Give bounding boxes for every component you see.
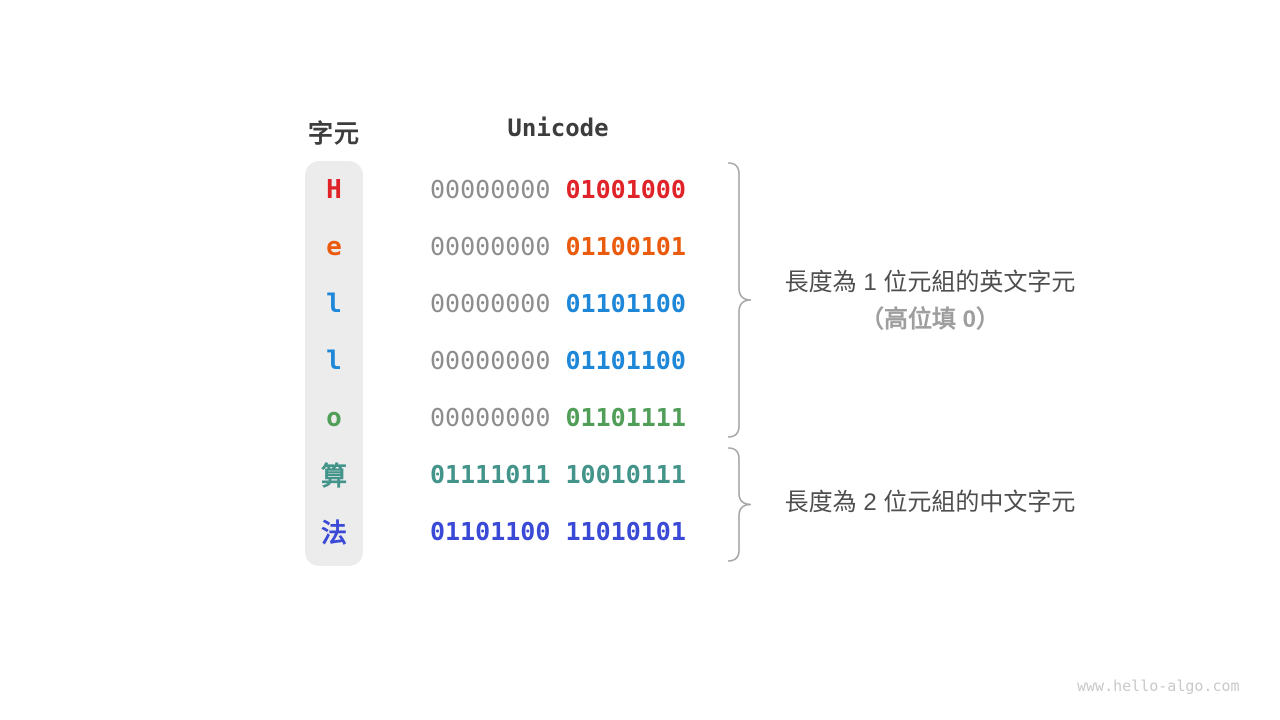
encoding-row: H 00000000 01001000 <box>0 161 1280 218</box>
annotation-chinese-chars: 長度為 2 位元組的中文字元 <box>784 489 1076 516</box>
annotation-english-line2: （高位填 0） <box>859 306 1000 333</box>
high-byte: 00000000 <box>430 232 551 261</box>
unicode-bits: 01111011 10010111 <box>430 446 686 503</box>
column-header-unicode: Unicode <box>507 114 609 142</box>
annotation-english-line1: 長度為 1 位元組的英文字元 <box>784 269 1076 296</box>
character-cell: l <box>326 288 342 319</box>
character-cell: l <box>326 345 342 376</box>
unicode-bits: 00000000 01101100 <box>430 275 686 332</box>
encoding-row: l 00000000 01101100 <box>0 332 1280 389</box>
character-cell: e <box>326 231 342 262</box>
byte-gap <box>550 232 565 261</box>
low-byte: 01101100 <box>565 346 686 375</box>
annotation-english-chars: 長度為 1 位元組的英文字元 （高位填 0） <box>755 268 1105 335</box>
encoding-row: 算 01111011 10010111 <box>0 446 1280 503</box>
unicode-bits: 00000000 01001000 <box>430 161 686 218</box>
high-byte: 00000000 <box>430 346 551 375</box>
watermark: www.hello-algo.com <box>1077 677 1240 695</box>
column-header-character: 字元 <box>307 120 360 148</box>
low-byte: 10010111 <box>565 460 686 489</box>
high-byte: 01111011 <box>430 460 551 489</box>
byte-gap <box>550 346 565 375</box>
byte-gap <box>550 289 565 318</box>
high-byte: 00000000 <box>430 175 551 204</box>
encoding-row: o 00000000 01101111 <box>0 389 1280 446</box>
byte-gap <box>550 460 565 489</box>
character-cell: o <box>326 402 342 433</box>
character-column-background <box>305 161 363 566</box>
low-byte: 01001000 <box>565 175 686 204</box>
character-cell: H <box>326 174 342 205</box>
unicode-bits: 00000000 01100101 <box>430 218 686 275</box>
high-byte: 01101100 <box>430 517 551 546</box>
encoding-row: e 00000000 01100101 <box>0 218 1280 275</box>
encoding-row: l 00000000 01101100 <box>0 275 1280 332</box>
encoding-row: 法 01101100 11010101 <box>0 503 1280 560</box>
low-byte: 01101111 <box>565 403 686 432</box>
character-cell: 法 <box>320 519 347 549</box>
unicode-bits: 00000000 01101100 <box>430 332 686 389</box>
byte-gap <box>550 517 565 546</box>
low-byte: 11010101 <box>565 517 686 546</box>
byte-gap <box>550 403 565 432</box>
high-byte: 00000000 <box>430 289 551 318</box>
byte-gap <box>550 175 565 204</box>
unicode-bits: 01101100 11010101 <box>430 503 686 560</box>
low-byte: 01100101 <box>565 232 686 261</box>
unicode-bits: 00000000 01101111 <box>430 389 686 446</box>
character-cell: 算 <box>320 462 347 492</box>
high-byte: 00000000 <box>430 403 551 432</box>
low-byte: 01101100 <box>565 289 686 318</box>
